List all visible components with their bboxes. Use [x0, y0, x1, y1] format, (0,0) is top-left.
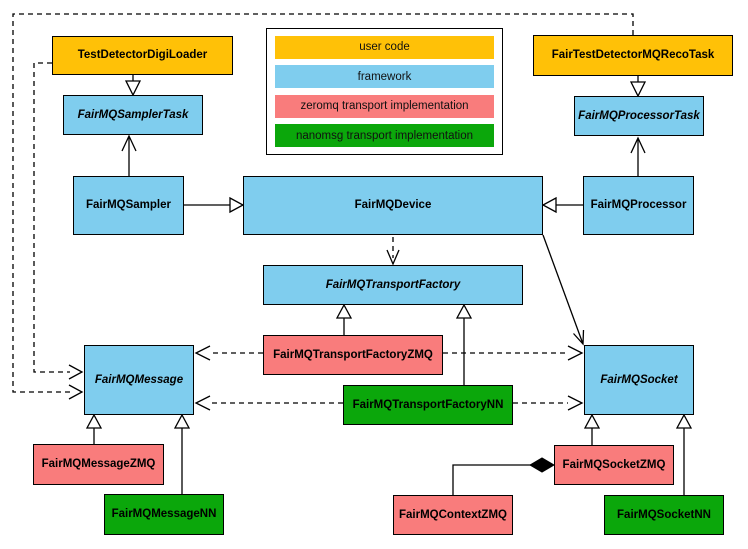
legend-item-user-code: user code — [275, 35, 494, 59]
dependency-digiloader-to-message — [33, 62, 84, 380]
arrow-processor-processortask — [630, 136, 646, 176]
node-fairmq-socket-zmq: FairMQSocketZMQ — [554, 445, 674, 485]
dependency-device-transportfactory — [386, 237, 400, 266]
node-fairmq-message-zmq: FairMQMessageZMQ — [33, 444, 164, 485]
inheritance-factoryzmq-factory — [335, 303, 353, 335]
node-test-detector-digi-loader: TestDetectorDigiLoader — [52, 36, 233, 75]
node-fairmq-sampler: FairMQSampler — [73, 176, 184, 235]
legend-item-nanomsg: nanomsg transport implementation — [275, 124, 494, 148]
inheritance-recotask-processortask — [629, 76, 647, 98]
node-fair-test-detector-mq-reco-task: FairTestDetectorMQRecoTask — [533, 35, 733, 76]
node-fairmq-message-nn: FairMQMessageNN — [104, 494, 224, 535]
node-fairmq-transport-factory: FairMQTransportFactory — [263, 265, 523, 305]
inheritance-messagenn-message — [173, 413, 191, 494]
inheritance-digiloader-samplertask — [124, 75, 142, 97]
dependency-factorynn-message — [194, 395, 343, 411]
composition-diamond — [529, 457, 555, 473]
legend-item-zeromq: zeromq transport implementation — [275, 94, 494, 118]
inheritance-factorynn-factory — [455, 303, 473, 385]
inheritance-sampler-device — [184, 196, 245, 214]
dependency-recotask-to-message — [12, 13, 634, 400]
arrow-device-socket — [542, 234, 585, 346]
node-fairmq-socket: FairMQSocket — [584, 345, 694, 415]
node-fairmq-processor: FairMQProcessor — [583, 176, 694, 235]
arrow-sampler-samplertask — [121, 134, 137, 176]
node-fairmq-context-zmq: FairMQContextZMQ — [393, 495, 513, 535]
dependency-factorynn-socket — [513, 395, 584, 411]
composition-contextzmq-socketzmq — [452, 457, 555, 495]
node-fairmq-socket-nn: FairMQSocketNN — [604, 495, 724, 535]
node-fairmq-device: FairMQDevice — [243, 176, 543, 235]
inheritance-socketzmq-socket — [583, 413, 601, 445]
node-fairmq-message: FairMQMessage — [84, 345, 194, 415]
dependency-factoryzmq-message — [194, 345, 263, 361]
inheritance-processor-device — [541, 196, 583, 214]
inheritance-socketnn-socket — [675, 413, 693, 495]
node-fairmq-sampler-task: FairMQSamplerTask — [63, 95, 203, 135]
node-fairmq-transport-factory-nn: FairMQTransportFactoryNN — [343, 385, 513, 425]
legend: user code framework zeromq transport imp… — [266, 28, 503, 155]
node-fairmq-processor-task: FairMQProcessorTask — [574, 96, 704, 136]
legend-item-framework: framework — [275, 65, 494, 89]
inheritance-messagezmq-message — [85, 413, 103, 444]
node-fairmq-transport-factory-zmq: FairMQTransportFactoryZMQ — [263, 335, 443, 375]
dependency-factoryzmq-socket — [443, 345, 584, 361]
